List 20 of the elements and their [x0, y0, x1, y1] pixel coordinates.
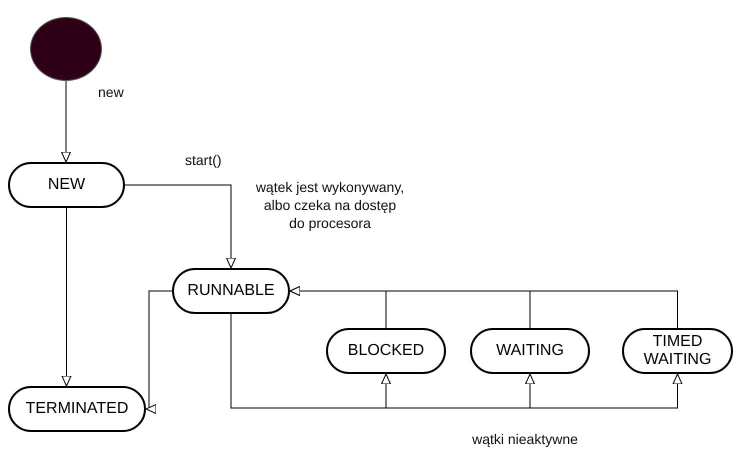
note-text: wątek jest wykonywany, albo czeka na dostęp do procesora: [255, 178, 405, 233]
transition-arrow: [61, 80, 71, 162]
transition-arrow: [62, 208, 72, 386]
state-label: BLOCKED: [348, 342, 424, 360]
transition-arrow: [146, 290, 172, 414]
state-box: [326, 328, 446, 374]
state-box: [470, 328, 590, 374]
state-label: WAITING: [496, 342, 564, 360]
transition-arrow: [290, 286, 678, 328]
state-box: [8, 162, 125, 208]
state-box: [8, 386, 146, 432]
state-label: TERMINATED: [26, 400, 128, 418]
state-label: NEW: [48, 176, 86, 194]
transition-arrow: [124, 184, 236, 268]
state-box: [172, 268, 290, 314]
state-label: TIMED WAITING: [642, 333, 712, 369]
state-label: RUNNABLE: [187, 282, 275, 300]
edge-label: start(): [183, 152, 224, 168]
state-box: [622, 328, 733, 374]
note-text: wątki nieaktywne: [471, 430, 579, 448]
